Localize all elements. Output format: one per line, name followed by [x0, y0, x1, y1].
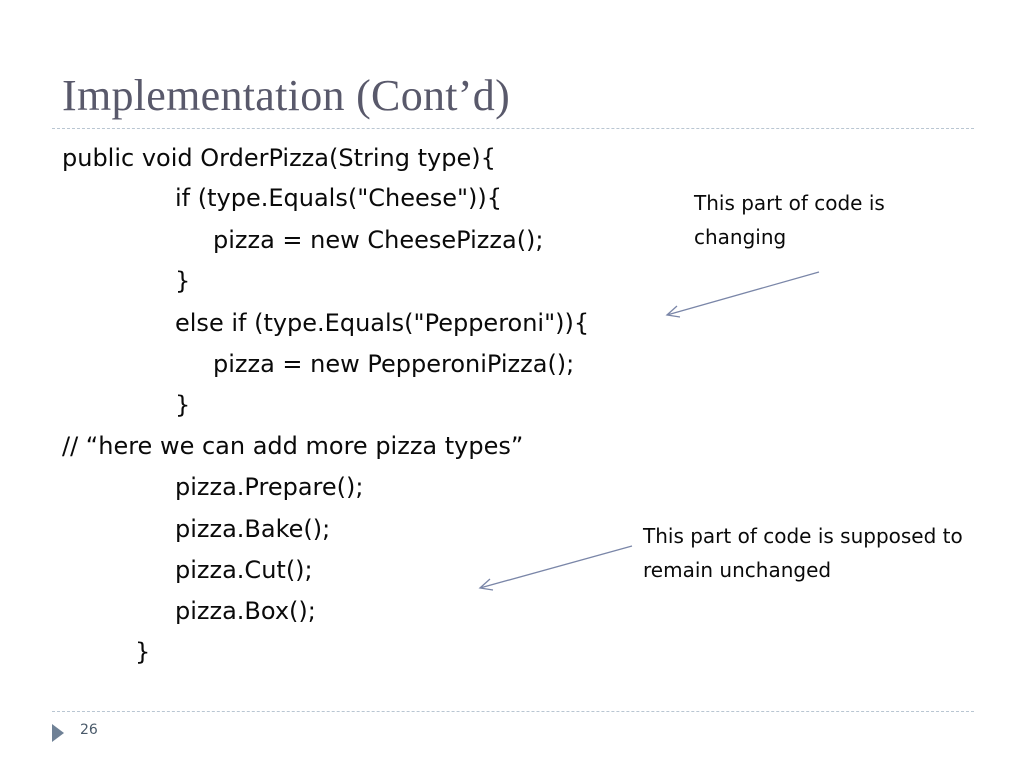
code-line-method-signature: public void OrderPizza(String type){: [62, 144, 496, 172]
code-line-if-cheese: if (type.Equals("Cheese")){: [175, 184, 503, 212]
code-line-close-brace-2: }: [175, 391, 191, 419]
code-line-new-cheese-pizza: pizza = new CheesePizza();: [213, 226, 544, 254]
annotation-changing: This part of code is changing: [694, 191, 885, 249]
code-line-box: pizza.Box();: [175, 597, 316, 625]
code-line-close-brace-method: }: [135, 638, 151, 666]
code-line-new-pepperoni-pizza: pizza = new PepperoniPizza();: [213, 350, 575, 378]
top-divider: [52, 128, 974, 129]
code-line-prepare: pizza.Prepare();: [175, 473, 364, 501]
arrow-to-changing-code: [665, 271, 820, 318]
bottom-divider: [52, 711, 974, 712]
code-line-cut: pizza.Cut();: [175, 556, 313, 584]
arrow-to-unchanged-code: [478, 545, 633, 591]
slide-title: Implementation (Cont’d): [62, 71, 511, 120]
page-number: 26: [80, 722, 98, 738]
annotation-unchanged: This part of code is supposed to remain …: [643, 524, 963, 582]
code-line-else-if-pepperoni: else if (type.Equals("Pepperoni")){: [175, 309, 590, 337]
triangle-bullet-icon: [52, 724, 64, 742]
code-line-bake: pizza.Bake();: [175, 515, 331, 543]
code-line-close-brace-1: }: [175, 267, 191, 295]
code-line-comment: // “here we can add more pizza types”: [62, 432, 524, 460]
